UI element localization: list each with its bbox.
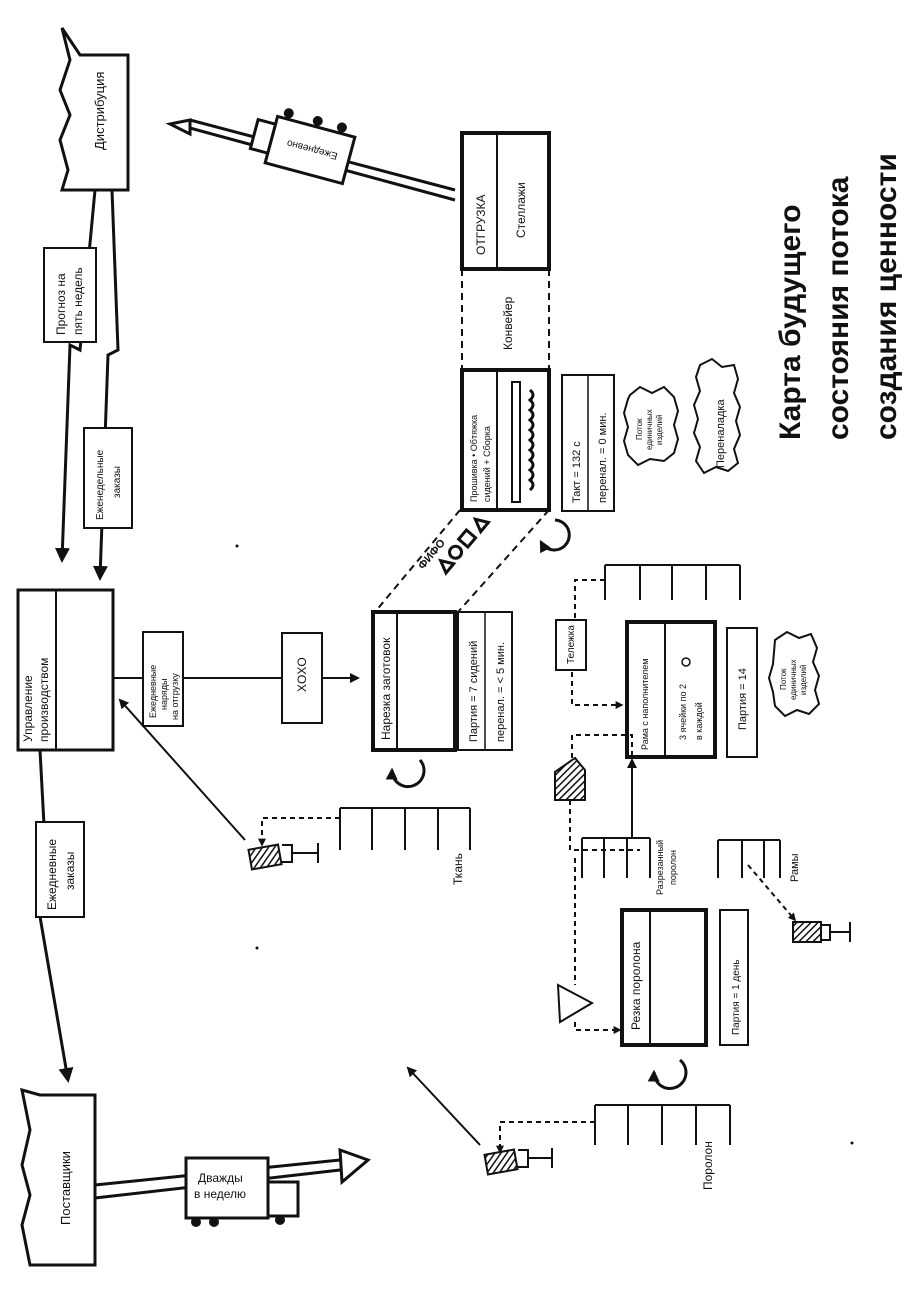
daily-shipping-orders-flow: Ежедневные наряды на отгрузку XOXO [113,631,360,727]
shipping-process-box: ОТГРУЗКА Стеллажи [460,131,551,271]
cut-foam-label-2: поролон [668,850,678,885]
foam-cutting-label: Резка поролона [629,941,643,1030]
suppliers-factory-icon: Поставщики [20,1087,97,1267]
fifo-lane: ФИФО [374,509,550,613]
foam-cutting-process-box: Резка поролона [620,908,708,1047]
assembly-process-box: Прошивка • Обтяжка сидений + Сборка [460,368,551,512]
foam-cutting-data-box: Партия = 1 день [719,909,749,1046]
dot [255,946,259,950]
fabric-supermarket-icon: Ткань [339,807,471,885]
weekly-orders-label-1: Еженедельные [95,449,106,520]
cut-foam-label-1: Разрезанный [655,840,665,895]
cutting-changeover: перенал. = < 5 мин. [495,642,507,742]
conveyor-label: Конвейер [501,296,515,350]
foam-cutting-batch: Партия = 1 день [731,959,742,1035]
changeover-kaizen-burst-icon: Переналадка [692,357,742,475]
supplier-truck-icon: Дважды в неделю [94,1147,371,1227]
assembly-data-box: Такт = 132 с перенал. = 0 мин. [561,374,615,512]
foam-withdrawal-kanban [406,1066,595,1176]
twice-week-label-1: Дважды [198,1171,243,1185]
dot [235,544,239,548]
cutting-data-box: Партия = 7 сидений перенал. = < 5 мин. [457,611,513,751]
frame-label: Рама с наполнителем [640,659,650,750]
fabric-kanban-arrow [118,698,246,841]
frames-supermarket-icon: Рамы [717,839,851,943]
title-line-2: состояния потока [822,176,855,440]
kaizen-burst-flow-2-icon: Поток единичных изделий [767,630,821,718]
weekly-orders-label-2: заказы [112,466,123,498]
flow-2-label-2: единичных [789,659,798,700]
foam-cycle-icon [647,1058,688,1090]
cut-foam-supermarket-icon: Разрезанный поролон [581,758,678,895]
daily-shipping-label-2: наряды [159,679,169,710]
fabric-label: Ткань [451,853,465,885]
fifo-symbols-icon [438,517,492,576]
trolley-label: Тележка [566,625,577,664]
fabric-withdrawal-kanban [247,817,340,871]
suppliers-label: Поставщики [58,1151,73,1225]
production-control-bound: Управление производством [20,599,33,601]
assembly-changeover: перенал. = 0 мин. [597,412,609,503]
flow-1-label-2: единичных [645,409,654,450]
workcell-icon [511,381,535,503]
pull-cycle-icon [539,518,571,554]
production-control-label-2: производством [37,658,51,742]
changeover-burst-label: Переналадка [715,399,727,468]
kaizen-burst-flow-1-icon: Поток единичных изделий [622,385,680,467]
production-control-box: Управление производством Управление прои… [16,588,115,752]
map-title: Карта будущего состояния потока создания… [774,153,903,440]
shipping-label: ОТГРУЗКА [474,194,488,255]
frame-cells-1: 3 ячейки по 2 [678,684,688,740]
assembly-takt: Такт = 132 с [571,441,583,503]
production-control-label-1: Управление [21,675,35,742]
signal-kanban-icon [556,858,622,1034]
frame-process-box: Рама с наполнителем 3 ячейки по 2 в кажд… [625,620,717,759]
foam-label: Поролон [701,1141,715,1190]
trolley-supermarket-icon [604,564,741,600]
frame-cells-2: в каждой [694,702,704,740]
frames-label: Рамы [789,853,801,882]
frame-data-box: Партия = 14 [726,627,758,758]
cutting-process-box: Нарезка заготовок [371,610,457,752]
distribution-factory-icon: Дистрибуция [58,27,130,192]
cutting-batch: Партия = 7 сидений [468,641,480,742]
xoxo-label: XOXO [295,657,309,692]
frame-production-kanban-icon [554,734,640,851]
twice-week-label-2: в неделю [194,1187,246,1201]
flow-2-label-1: Поток [779,668,788,690]
daily-orders-label-2: заказы [63,852,77,890]
assembly-label-2: сидений + Сборка [482,426,492,502]
foam-supermarket-icon: Поролон [594,1104,731,1190]
title-line-1: Карта будущего [774,204,807,440]
flow-1-label-1: Поток [635,418,644,440]
weekly-orders-electronic-flow: Еженедельные заказы [83,189,133,581]
cutting-cycle-icon [385,759,426,789]
frame-batch: Партия = 14 [737,668,749,730]
title-line-3: создания ценности [870,153,903,440]
operator-icon [681,657,691,667]
assembly-label-1: Прошивка • Обтяжка [469,415,479,502]
daily-shipment-truck-icon: Ежедневно [165,108,456,202]
distribution-label: Дистрибуция [92,72,107,150]
dot [850,1141,854,1145]
shipping-sub-label: Стеллажи [514,182,528,238]
forecast-label-2: пять недель [71,267,85,335]
conveyor-connection: Конвейер [461,269,550,370]
forecast-label-1: Прогноз на [54,273,68,335]
flow-1-label-3: изделий [655,415,664,445]
daily-orders-label-1: Ежедневные [45,839,59,910]
trolley-withdrawal: Тележка [555,579,624,709]
daily-shipping-label-1: Ежедневные [148,665,158,718]
daily-shipping-label-3: на отгрузку [170,673,180,720]
flow-2-label-3: изделий [799,665,808,695]
daily-orders-electronic-flow: Ежедневные заказы [35,749,85,1083]
cutting-label: Нарезка заготовок [379,637,393,740]
forecast-electronic-flow: Прогноз на пять недель [43,189,97,563]
